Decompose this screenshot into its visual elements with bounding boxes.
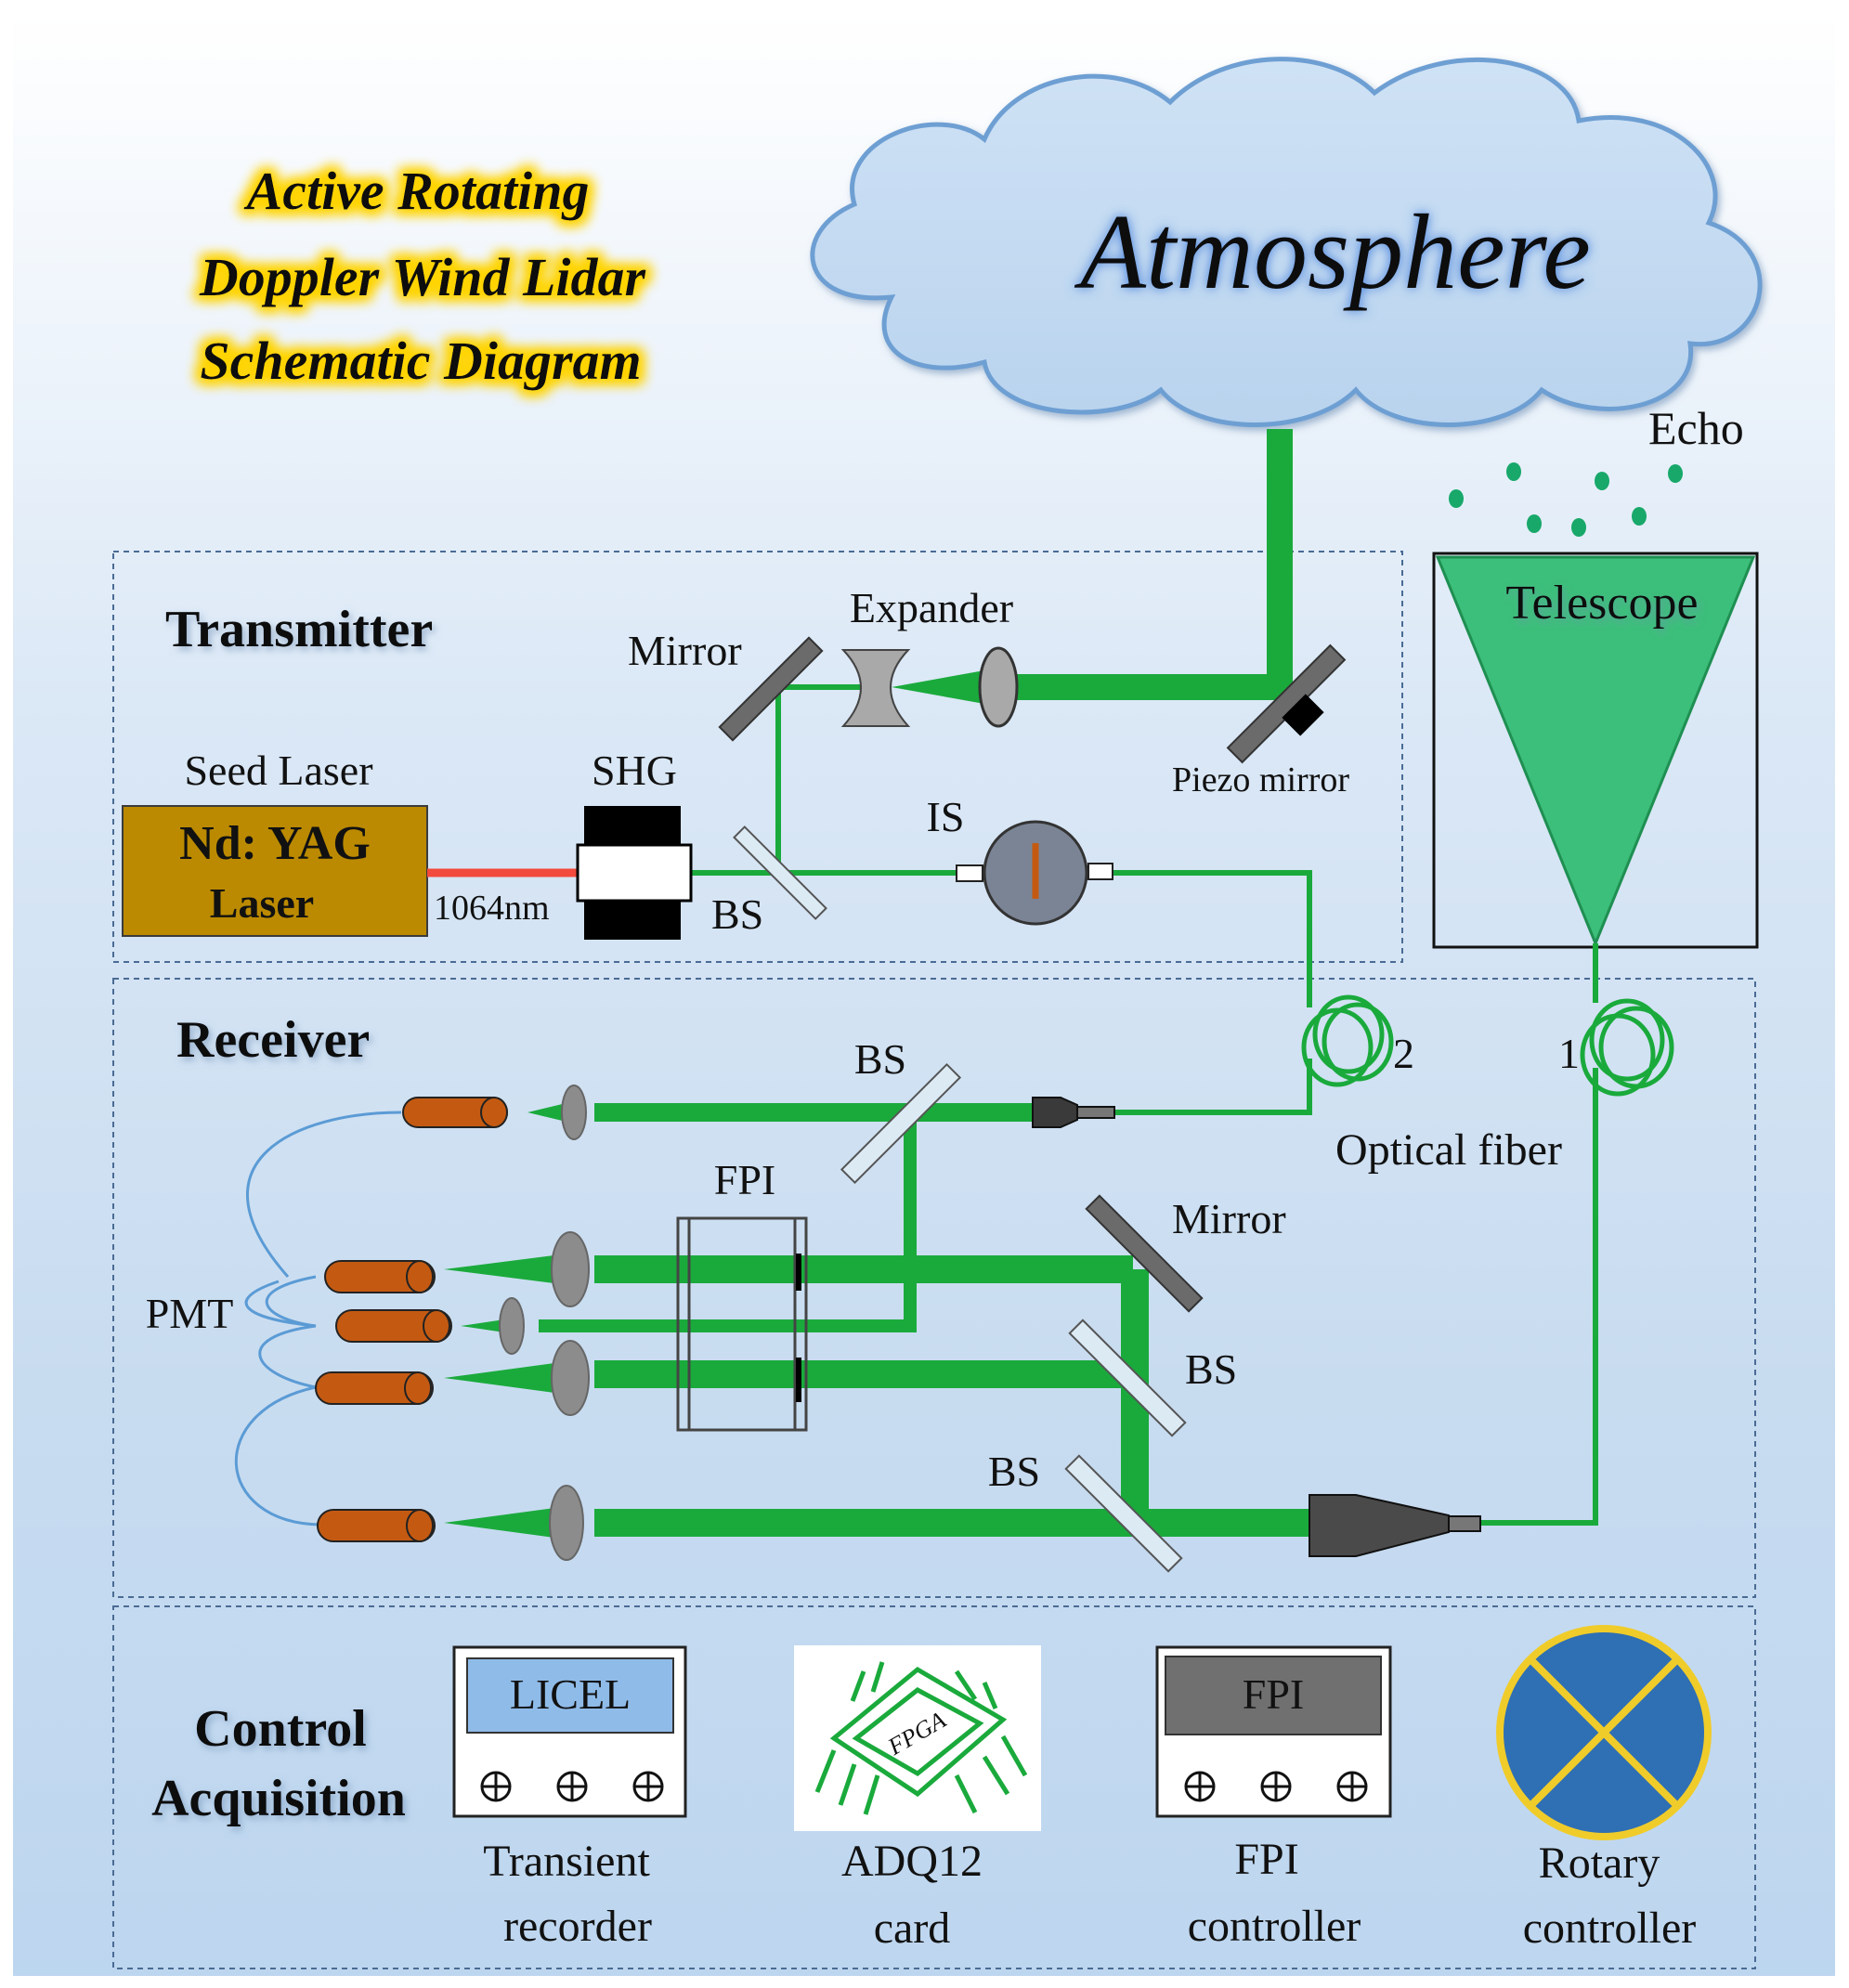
- diagram-title: Active Rotating Doppler Wind Lidar Schem…: [199, 161, 646, 391]
- transient-recorder-line1: Transient: [483, 1837, 650, 1886]
- receiver-mirror: [1085, 1194, 1204, 1313]
- adq-card-line1: ADQ12: [841, 1837, 983, 1886]
- receiver-bs-mid-label: BS: [1185, 1345, 1237, 1393]
- fpga-chip-icon: [814, 1661, 1028, 1815]
- fpi-controller-screen: [1165, 1656, 1382, 1735]
- receiver-beam-splitter-bottom: [1064, 1454, 1183, 1573]
- nd-yag-laser: [122, 805, 428, 937]
- piezo-actuator: [1282, 694, 1324, 736]
- adq-card-line2: card: [874, 1904, 951, 1953]
- expander-label: Expander: [850, 584, 1013, 631]
- receiver-bs-bottom-label: BS: [988, 1448, 1040, 1495]
- fpi-controller-line1: FPI: [1234, 1835, 1298, 1884]
- echo-collimator: [1309, 1494, 1450, 1557]
- licel-screen: [466, 1657, 674, 1734]
- receiver-mirror-label: Mirror: [1172, 1195, 1286, 1242]
- pmt-cables: [234, 1111, 402, 1527]
- expander-convex-lens: [978, 646, 1019, 728]
- pmt-group: [315, 1097, 508, 1542]
- is-port-right: [1087, 863, 1113, 880]
- echo-fiber-connector: [1448, 1515, 1481, 1532]
- fpi-screen-label: FPI: [1243, 1670, 1304, 1718]
- atmosphere-cloud: [810, 57, 1763, 427]
- licel-label: LICEL: [510, 1670, 631, 1718]
- echo-label: Echo: [1648, 402, 1744, 454]
- pmt-label: PMT: [146, 1290, 234, 1337]
- receiver-bs-top-label: BS: [854, 1035, 906, 1083]
- telescope-label: Telescope: [1505, 577, 1698, 630]
- fpi-controller-line2: controller: [1188, 1902, 1361, 1951]
- licel-knobs: [480, 1771, 664, 1802]
- control-box: [112, 1605, 1756, 1969]
- laser-label-line1: Nd: YAG: [179, 817, 371, 870]
- seed-laser-label: Seed Laser: [184, 747, 372, 794]
- fiber-2-label: 2: [1393, 1030, 1414, 1077]
- beam-cones: [444, 670, 984, 1540]
- fiber-1-label: 1: [1558, 1030, 1580, 1077]
- reference-fiber-connector: [1076, 1106, 1115, 1119]
- title-line-3: Schematic Diagram: [200, 331, 641, 391]
- title-line-2: Doppler Wind Lidar: [199, 247, 646, 307]
- receiver-beam-splitter-mid: [1068, 1319, 1187, 1437]
- fpi-label: FPI: [714, 1156, 775, 1203]
- transmitter-beam-splitter: [733, 825, 827, 920]
- atmosphere-label: Atmosphere: [1074, 193, 1591, 312]
- expander-concave-lens: [840, 649, 911, 727]
- receiver-box: [112, 978, 1756, 1598]
- fpi-etalon: [676, 1216, 808, 1432]
- optical-fiber-label: Optical fiber: [1335, 1125, 1562, 1175]
- is-port-left: [956, 864, 983, 882]
- rotary-controller-line2: controller: [1523, 1904, 1697, 1953]
- fiber-coil-2: [1301, 994, 1394, 1087]
- shg-label: SHG: [592, 747, 677, 794]
- shg-crystal: [576, 843, 693, 903]
- is-label: IS: [927, 793, 965, 840]
- transmitter-mirror: [718, 636, 824, 742]
- fpi-controller-knobs: [1184, 1771, 1368, 1802]
- reference-collimator: [1032, 1097, 1078, 1128]
- echo-dots: [1449, 462, 1683, 537]
- laser-label-line2: Laser: [210, 879, 314, 927]
- fiber-coil-1: [1580, 998, 1674, 1097]
- shg-top-block: [584, 806, 681, 847]
- receiver-lenses: [499, 1085, 590, 1561]
- receiver-title: Receiver: [176, 1011, 370, 1069]
- rotary-controller-icon: [1496, 1625, 1712, 1840]
- telescope-cone: [1435, 555, 1756, 947]
- control-title-line2: Acquisition: [151, 1770, 406, 1827]
- shg-bottom-block: [584, 899, 681, 940]
- rotary-controller-line1: Rotary: [1539, 1839, 1660, 1888]
- piezo-mirror-label: Piezo mirror: [1172, 760, 1349, 799]
- transmitter-box: [112, 551, 1403, 963]
- transmitter-bs-label: BS: [711, 890, 763, 938]
- title-line-1: Active Rotating: [244, 161, 590, 221]
- transient-recorder-line2: recorder: [503, 1902, 652, 1951]
- transmitter-mirror-label: Mirror: [628, 627, 742, 674]
- control-title-line1: Control: [194, 1700, 367, 1758]
- beam-paths: [539, 429, 1598, 1537]
- receiver-beam-splitter-top: [840, 1062, 962, 1185]
- transmitter-title: Transmitter: [165, 601, 433, 658]
- wavelength-label: 1064nm: [434, 889, 550, 928]
